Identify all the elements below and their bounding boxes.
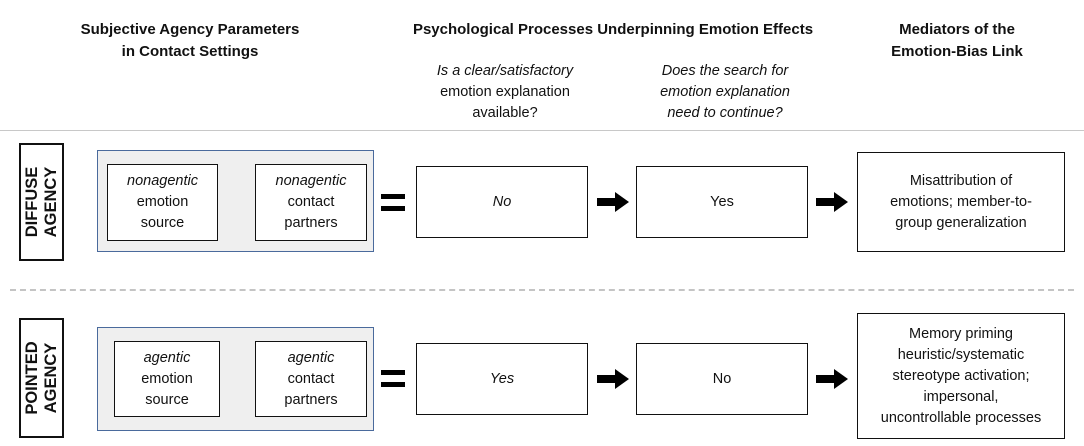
arrow-right-icon bbox=[597, 369, 629, 389]
row-divider bbox=[10, 289, 1074, 291]
arrow-right-icon bbox=[816, 369, 848, 389]
explanation-available-box-diffuse: No bbox=[416, 166, 588, 238]
search-continue-box-pointed: No bbox=[636, 343, 808, 415]
arrow-right-icon bbox=[816, 192, 848, 212]
equals-sign-pointed bbox=[381, 370, 405, 387]
search-continue-box-diffuse: Yes bbox=[636, 166, 808, 238]
subheader-explanation-available: Is a clear/satisfactory emotion explanat… bbox=[436, 63, 574, 121]
equals-sign-diffuse bbox=[381, 194, 405, 211]
header-psychological-processes: Psychological Processes Underpinning Emo… bbox=[412, 21, 814, 38]
header-divider bbox=[0, 130, 1084, 131]
explanation-available-box-pointed: Yes bbox=[416, 343, 588, 415]
arrow-right-icon bbox=[597, 192, 629, 212]
